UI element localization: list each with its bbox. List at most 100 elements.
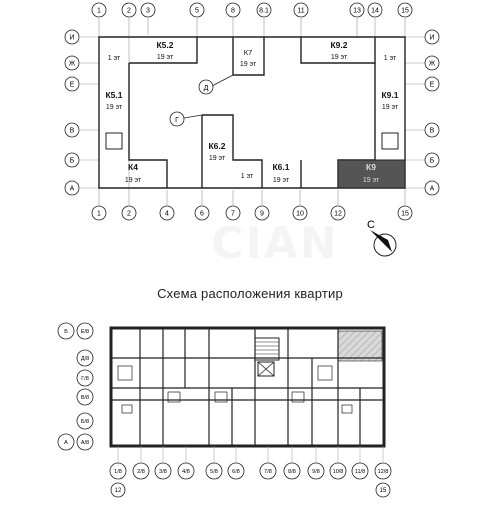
section-labels: К5.2 19 эт К7 19 эт К9.2 19 эт К5.1 19 э… — [105, 40, 398, 184]
section-k92-name: К9.2 — [330, 40, 347, 50]
floor-axis-bottom: 4/8 — [182, 469, 190, 475]
floor-axis-left-circle — [76, 322, 94, 340]
section-k9-floors: 19 эт — [363, 177, 380, 184]
floor-axis-extra-circle — [375, 482, 391, 498]
axis-label-top-circle — [367, 2, 383, 18]
section-k4-floors: 19 эт — [125, 177, 142, 184]
axis-label-bottom-circle — [292, 205, 308, 221]
floor-axis-left: А/8 — [81, 440, 89, 446]
axis-label-bottom: 12 — [334, 211, 342, 218]
floor-axis-left-circle — [76, 433, 94, 451]
axis-label-right-circle — [424, 152, 440, 168]
floor-plan — [109, 326, 386, 448]
section-k91-floors: 19 эт — [382, 104, 399, 111]
axis-label-right-circle — [424, 180, 440, 196]
floor-axis-bottom: 5/8 — [210, 469, 218, 475]
floor-axis-left: Б — [64, 329, 68, 335]
axis-label-left: Ж — [69, 61, 76, 68]
axis-label-bottom: 7 — [231, 211, 235, 218]
section-k62-floors: 19 эт — [209, 155, 226, 162]
axis-label-bottom-circle — [121, 205, 137, 221]
axis-label-left: В — [70, 128, 75, 135]
compass-arrow: С — [367, 219, 397, 257]
plan-caption: Схема расположения квартир — [157, 286, 343, 301]
axis-label-right-circle — [424, 122, 440, 138]
axis-label-left-circle — [64, 122, 80, 138]
section-k51-floors: 19 эт — [106, 104, 123, 111]
floor-axis-left-circle — [76, 412, 94, 430]
axis-label-right: Ж — [429, 61, 436, 68]
floor-axis-left: В/8 — [81, 395, 89, 401]
floor-axis-extra: 15 — [380, 488, 387, 494]
axis-label-top: 8 — [231, 8, 235, 15]
section-k61-name: К6.1 — [272, 162, 289, 172]
floor-axis-bottom: 3/8 — [159, 469, 167, 475]
axis-label-bottom: 2 — [127, 211, 131, 218]
axis-label-left-circle — [64, 180, 80, 196]
axis-label-top-circle — [293, 2, 309, 18]
axis-label-bottom: 4 — [165, 211, 169, 218]
floor-axis-left-circle — [57, 322, 75, 340]
compass-label: С — [367, 219, 375, 231]
stair-square-right — [381, 132, 399, 150]
axis-label-left-circle — [64, 29, 80, 45]
floor-axis-left-circle — [76, 369, 94, 387]
axis-label-right: И — [429, 35, 434, 42]
axis-label-g: Г — [175, 117, 179, 124]
axis-label-bottom-circle — [225, 205, 241, 221]
axis-label-bottom: 9 — [260, 211, 264, 218]
section-k62-name: К6.2 — [208, 141, 225, 151]
section-k61-floors: 19 эт — [273, 177, 290, 184]
axis-label-bottom-circle — [397, 205, 413, 221]
axis-label-bottom: 10 — [296, 211, 304, 218]
axis-label-right: А — [430, 186, 435, 193]
axis-label-bottom-circle — [91, 205, 107, 221]
floor-axis-bottom: 2/8 — [137, 469, 145, 475]
axis-label-top: 1 — [97, 8, 101, 15]
axis-label-left: А — [70, 186, 75, 193]
section-k52-floors: 19 эт — [157, 54, 174, 61]
floor-axis-bottom: 1/8 — [114, 469, 122, 475]
axis-label-right: Е — [430, 82, 435, 89]
axis-label-right: Б — [430, 158, 435, 165]
section-k91-name: К9.1 — [381, 90, 398, 100]
axis-label-bottom: 15 — [401, 211, 409, 218]
axis-label-top-circle — [91, 2, 107, 18]
axis-label-top: 14 — [371, 8, 379, 15]
axis-label-bottom-circle — [159, 205, 175, 221]
floor-axis-bottom: 7/8 — [264, 469, 272, 475]
one-floor-label: 1 эт — [241, 173, 254, 180]
axis-label-right-circle — [424, 76, 440, 92]
axis-label-right-circle — [424, 55, 440, 71]
axis-label-top-circle — [140, 2, 156, 18]
axis-label-left: И — [69, 35, 74, 42]
floor-axis-left: Г/8 — [81, 376, 89, 382]
section-k9-highlight — [337, 159, 406, 189]
section-k92-floors: 19 эт — [331, 54, 348, 61]
axis-label-bottom: 6 — [200, 211, 204, 218]
one-floor-label: 1 эт — [108, 55, 121, 62]
axis-label-top-circle — [189, 2, 205, 18]
axis-label-top: 3 — [146, 8, 150, 15]
axis-label-top: 5 — [195, 8, 199, 15]
floor-axis-bottom: 12/8 — [378, 469, 389, 475]
axis-label-top-circle — [256, 2, 272, 18]
one-floor-label: 1 эт — [384, 55, 397, 62]
axis-label-bottom-circle — [254, 205, 270, 221]
floor-axis-left: Д/8 — [81, 356, 89, 362]
axis-label-top: 8.1 — [259, 8, 269, 15]
axis-label-top-circle — [349, 2, 365, 18]
axis-label-top: 13 — [353, 8, 361, 15]
floor-axis-bottom: 8/8 — [288, 469, 296, 475]
section-k4-name: К4 — [128, 162, 138, 172]
floor-axis-extra: 12 — [115, 488, 122, 494]
floor-axis-bottom: 10/8 — [333, 469, 344, 475]
axis-label-right-circle — [424, 29, 440, 45]
section-k9-name: К9 — [366, 162, 376, 172]
section-k51-name: К5.1 — [105, 90, 122, 100]
axis-label-right: В — [430, 128, 435, 135]
